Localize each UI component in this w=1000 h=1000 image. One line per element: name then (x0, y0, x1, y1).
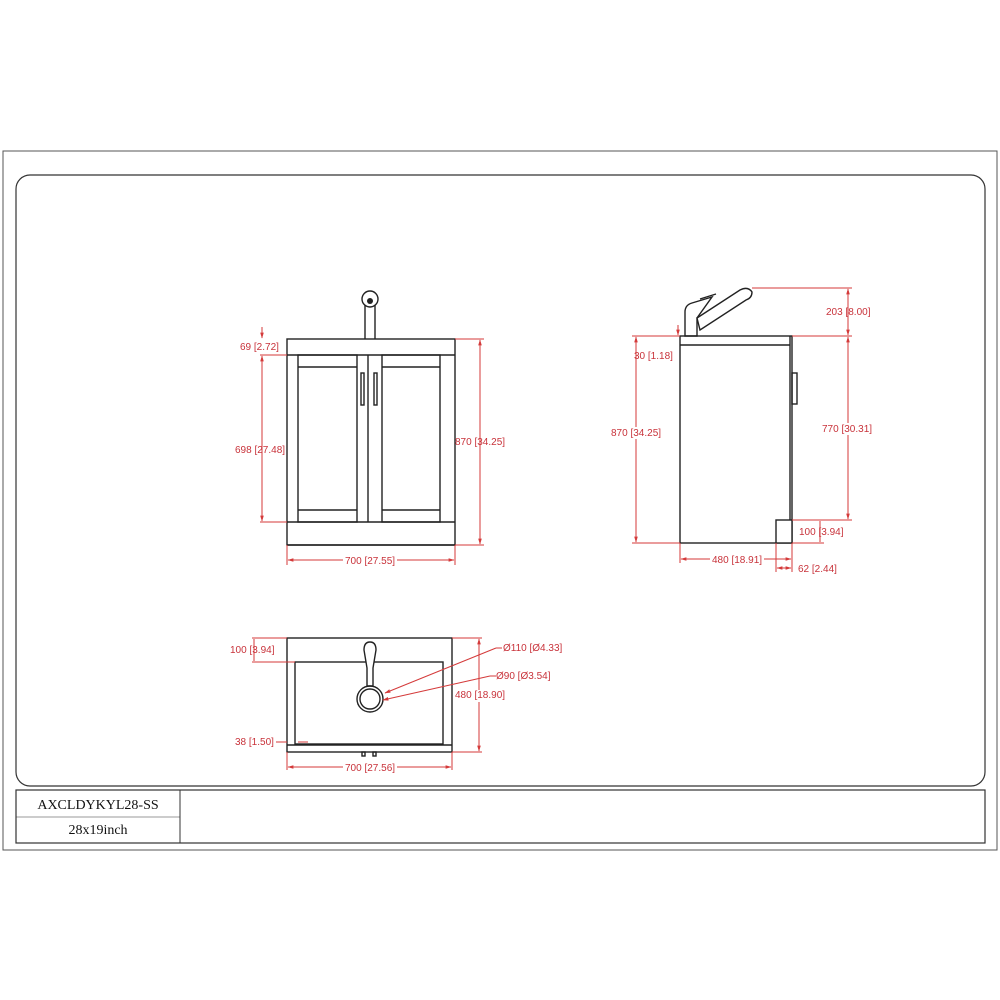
dim-faucet-height: 203 [8.00] (826, 307, 871, 318)
dim-total-height: 870 [34.25] (455, 437, 505, 448)
faucet-side (684, 287, 753, 337)
faucet-front (361, 290, 379, 339)
dim-toe-kick-height: 100 [3.94] (799, 527, 844, 538)
dim-body-height: 770 [30.31] (822, 424, 872, 435)
faucet-top (356, 641, 384, 713)
door-handle (791, 372, 798, 405)
dim-width: 700 [27.55] (345, 556, 395, 567)
door-handle (360, 372, 365, 406)
dim-depth-side: 480 [18.91] (712, 555, 762, 566)
model-number: AXCLDYKYL28-SS (37, 798, 158, 813)
door-left (297, 354, 358, 523)
dim-inner-drain: Ø90 [Ø3.54] (496, 671, 551, 682)
top-view: 100 [3.94] Ø110 [Ø4.33] Ø90 [Ø3.54] 480 … (230, 637, 563, 774)
front-view: 69 [2.72] 698 [27.48] 870 [34.25] 700 [2… (235, 290, 505, 567)
dim-top-thickness-side: 30 [1.18] (634, 351, 673, 362)
dim-width-top: 700 [27.56] (345, 763, 395, 774)
door-right (381, 354, 441, 523)
dim-back-margin: 100 [3.94] (230, 645, 275, 656)
dim-top-thickness: 69 [2.72] (240, 342, 279, 353)
door-handle (373, 372, 378, 406)
dim-door-height: 698 [27.48] (235, 445, 285, 456)
title-block: AXCLDYKYL28-SS 28x19inch (15, 789, 986, 844)
dim-depth-top: 480 [18.90] (455, 690, 505, 701)
dim-toe-kick-depth: 62 [2.44] (798, 564, 837, 575)
dim-outer-drain: Ø110 [Ø4.33] (503, 643, 563, 654)
model-size: 28x19inch (68, 823, 127, 838)
dim-total-height-side: 870 [34.25] (611, 428, 661, 439)
dim-front-margin: 38 [1.50] (235, 737, 274, 748)
outer-frame (2, 150, 998, 851)
side-view: 203 [8.00] 30 [1.18] 870 [34.25] 770 [30… (611, 287, 878, 575)
drawing-border (15, 174, 986, 787)
